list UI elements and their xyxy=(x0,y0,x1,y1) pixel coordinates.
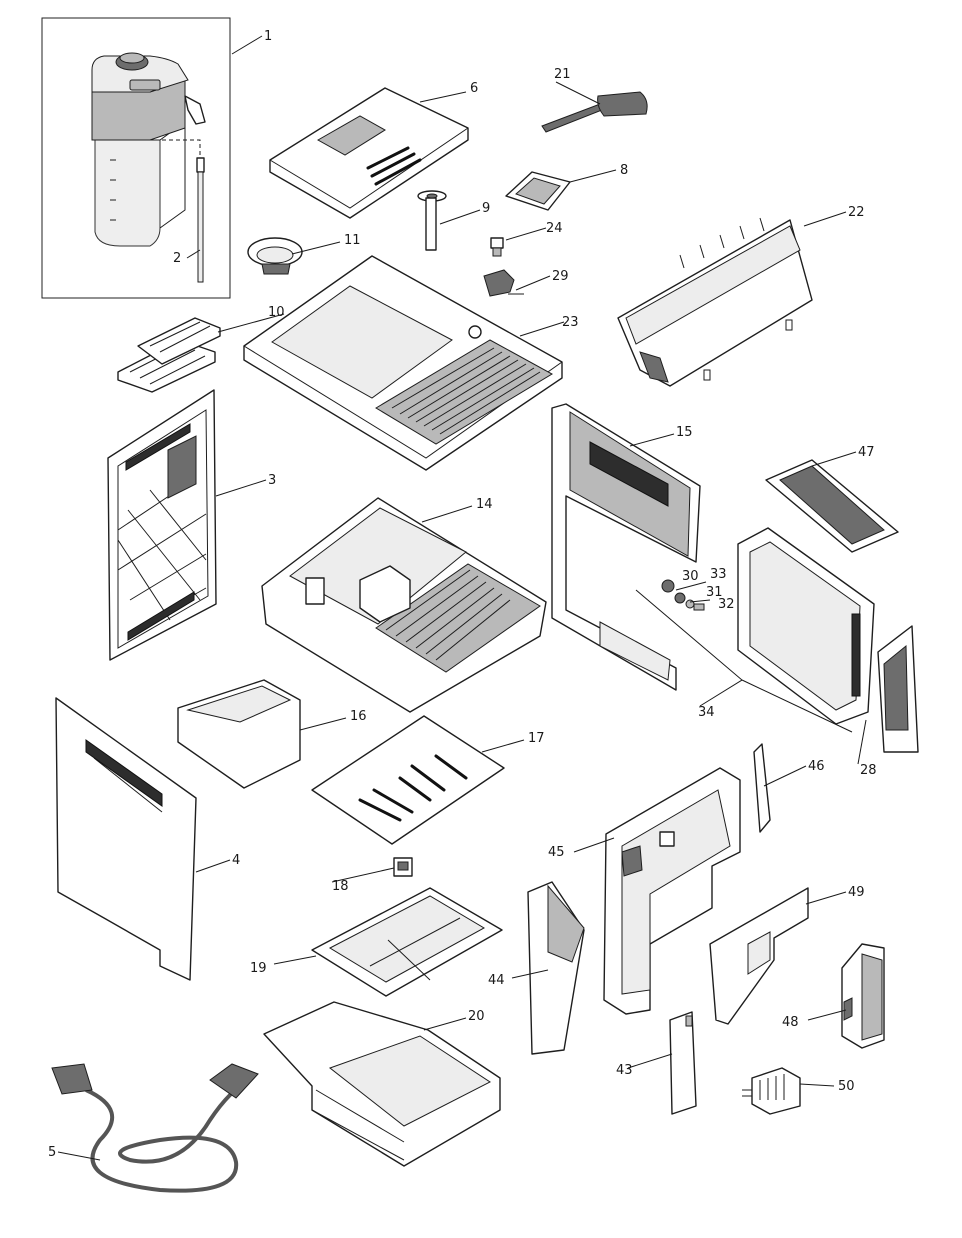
part-label-32: 32 xyxy=(718,597,735,612)
part-label-8: 8 xyxy=(620,163,628,178)
coffee-scoop-part xyxy=(541,91,648,133)
drip-tray-part xyxy=(263,1001,501,1167)
part-label-6: 6 xyxy=(470,81,478,96)
part-label-34: 34 xyxy=(698,705,715,720)
part-label-15: 15 xyxy=(676,425,693,440)
part-label-17: 17 xyxy=(528,731,545,746)
side-door-part xyxy=(877,625,919,753)
part-label-18: 18 xyxy=(332,879,349,894)
part-label-5: 5 xyxy=(48,1145,56,1160)
vertical-strip-part xyxy=(669,1011,697,1115)
part-label-19: 19 xyxy=(250,961,267,976)
part-label-3: 3 xyxy=(268,473,276,488)
base-chassis-part xyxy=(261,497,547,713)
mounting-bracket-part xyxy=(603,767,741,1015)
small-tray-part xyxy=(505,171,571,211)
part-label-28: 28 xyxy=(860,763,877,778)
small-fittings-part xyxy=(661,579,705,611)
part-label-48: 48 xyxy=(782,1015,799,1030)
waste-container-part xyxy=(737,527,875,725)
part-label-49: 49 xyxy=(848,885,865,900)
milk-carafe-frame xyxy=(41,17,231,299)
grille-part xyxy=(117,317,221,393)
milk-tube-part xyxy=(120,139,205,283)
drip-plate-part xyxy=(311,715,505,845)
left-side-panel-part xyxy=(107,389,217,661)
part-labels: 1 2 3 4 5 6 8 9 10 11 14 15 16 17 18 19 … xyxy=(48,29,877,1160)
grounds-bin-part xyxy=(177,679,301,789)
part-label-50: 50 xyxy=(838,1079,855,1094)
part-label-43: 43 xyxy=(616,1063,633,1078)
part-label-21: 21 xyxy=(554,67,571,82)
part-label-45: 45 xyxy=(548,845,565,860)
knob-part xyxy=(490,237,504,257)
part-label-1: 1 xyxy=(264,29,272,44)
leader-lines xyxy=(57,35,867,1161)
part-label-30: 30 xyxy=(682,569,699,584)
part-label-29: 29 xyxy=(552,269,569,284)
water-tank-part xyxy=(617,217,813,387)
back-plate-part xyxy=(709,887,809,1025)
heater-element-part xyxy=(742,1067,801,1115)
milk-carafe-part xyxy=(91,52,206,247)
funnel-ring-part xyxy=(247,237,303,275)
pump-module-part xyxy=(841,943,885,1049)
tray-lid-part xyxy=(765,459,899,553)
part-label-16: 16 xyxy=(350,709,367,724)
inner-tray-part xyxy=(311,887,503,997)
part-label-47: 47 xyxy=(858,445,875,460)
power-cord-part xyxy=(51,1063,259,1193)
part-label-10: 10 xyxy=(268,305,285,320)
part-label-11: 11 xyxy=(344,233,361,248)
part-label-9: 9 xyxy=(482,201,490,216)
top-lid-part xyxy=(269,87,469,219)
part-label-31: 31 xyxy=(706,585,723,600)
right-frame-part xyxy=(551,403,701,691)
small-block-part xyxy=(393,857,413,877)
front-panel-part xyxy=(527,881,585,1055)
top-frame-part xyxy=(243,255,563,471)
outer-side-panel-part xyxy=(55,697,197,981)
part-label-24: 24 xyxy=(546,221,563,236)
part-label-33: 33 xyxy=(710,567,727,582)
hinge-bar-part xyxy=(753,743,771,833)
part-label-20: 20 xyxy=(468,1009,485,1024)
part-label-23: 23 xyxy=(562,315,579,330)
part-label-14: 14 xyxy=(476,497,493,512)
part-label-46: 46 xyxy=(808,759,825,774)
spout-part xyxy=(417,190,447,251)
part-label-22: 22 xyxy=(848,205,865,220)
part-label-2: 2 xyxy=(173,251,181,266)
valve-part xyxy=(483,269,524,297)
part-label-4: 4 xyxy=(232,853,240,868)
part-label-44: 44 xyxy=(488,973,505,988)
